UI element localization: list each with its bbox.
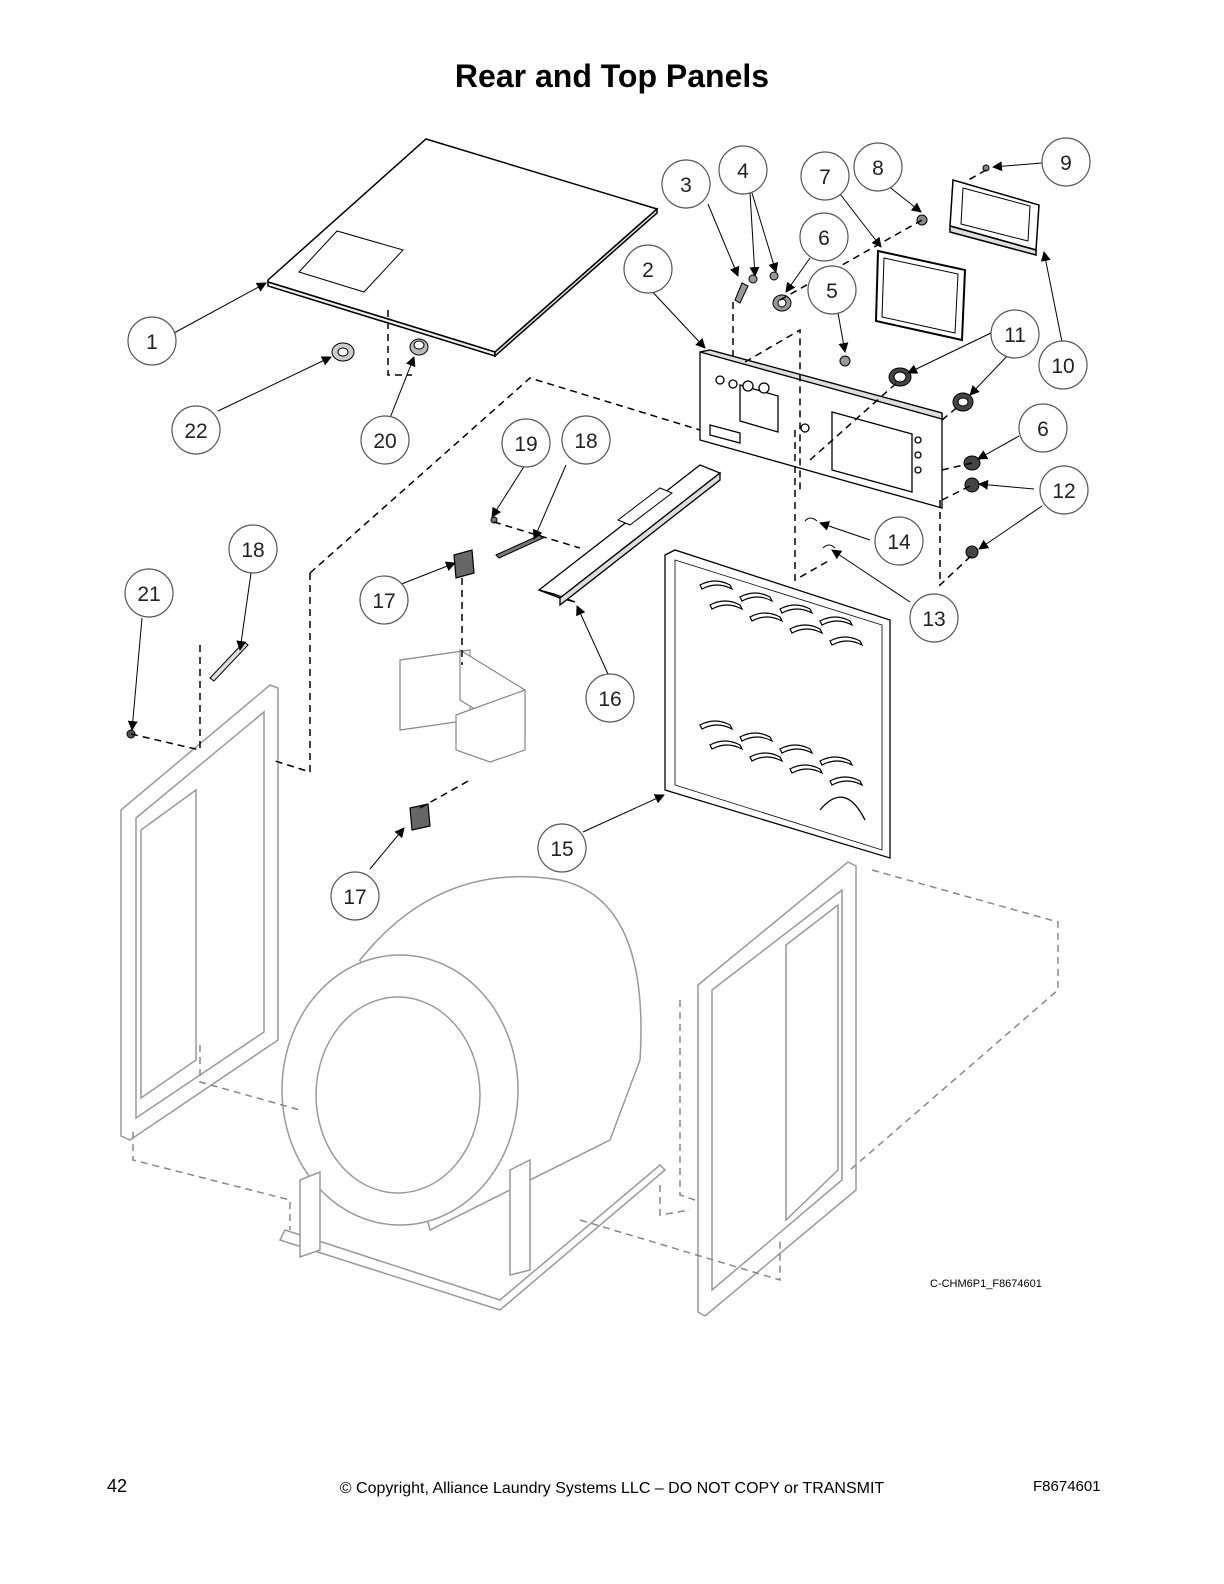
callout-label: 14 [887, 531, 911, 554]
page-number: 42 [107, 1476, 128, 1496]
rear-panel [664, 549, 891, 859]
rear-panel-vents [699, 580, 864, 787]
callout-label: 18 [241, 539, 264, 562]
callout-label: 15 [550, 838, 573, 861]
copyright-notice: © Copyright, Alliance Laundry Systems LL… [339, 1480, 885, 1497]
callout-label: 21 [137, 583, 160, 606]
callout-circles [124, 137, 1091, 921]
callout-label: 18 [574, 430, 597, 453]
page-title: Rear and Top Panels [454, 58, 770, 94]
callout-label: 11 [1004, 324, 1026, 347]
callout-label: 4 [737, 160, 749, 183]
callout-label: 1 [146, 331, 158, 354]
callout-label: 17 [343, 886, 366, 909]
callout-label: 8 [872, 157, 884, 180]
callout-label: 10 [1051, 355, 1074, 378]
callout-label: 22 [184, 420, 207, 443]
left-side-panel [120, 684, 279, 1141]
gasket-frame [874, 249, 967, 342]
switch-bracket [399, 549, 526, 831]
small-hardware-top [734, 271, 851, 367]
control-console [537, 464, 722, 607]
right-side-panel [697, 861, 857, 1317]
assembly-lines [130, 169, 987, 809]
callout-label: 16 [598, 688, 621, 711]
access-cover [949, 179, 1040, 256]
callout-label: 12 [1052, 480, 1075, 503]
part-20-bumper [409, 338, 429, 356]
part-18-19-hardware [490, 516, 544, 559]
rear-bracket-panel [699, 349, 943, 509]
callout-label: 6 [1037, 418, 1049, 441]
callout-label: 13 [922, 608, 945, 631]
part-22-clip [331, 342, 355, 362]
callout-label: 3 [680, 174, 692, 197]
document-number: F8674601 [1033, 1478, 1101, 1495]
top-panel [267, 138, 659, 358]
drawing-code: C-CHM6P1_F8674601 [930, 1278, 1042, 1290]
callout-label: 6 [818, 227, 830, 250]
callout-label: 20 [373, 430, 396, 453]
callout-label: 17 [372, 590, 395, 613]
leader-lines [127, 161, 1063, 870]
callout-label: 19 [514, 433, 537, 456]
callout-label: 2 [642, 259, 654, 282]
drum-assembly [278, 875, 667, 1311]
assembly-lines-gray [132, 869, 1059, 1282]
callout-labels: 1 2 3 4 5 6 7 8 9 10 11 6 12 14 13 15 16… [137, 152, 1075, 909]
callout-label: 5 [826, 280, 838, 303]
callout-label: 9 [1060, 152, 1072, 175]
callout-label: 7 [819, 166, 831, 189]
